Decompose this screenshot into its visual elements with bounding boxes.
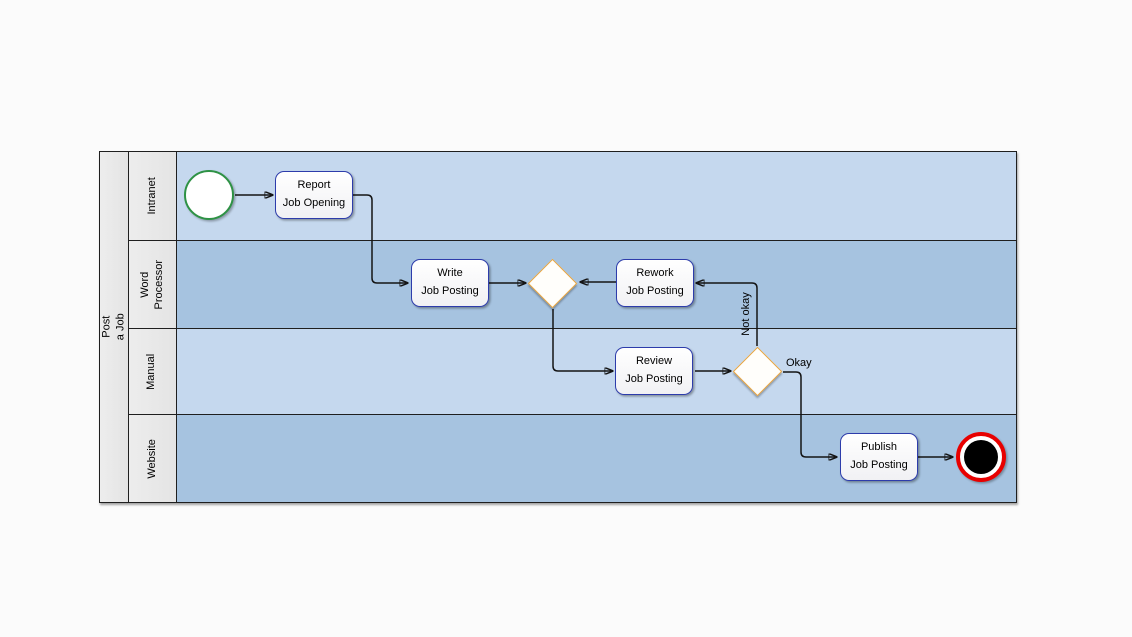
task-publish-job-posting[interactable]: Publish Job Posting [840, 433, 918, 481]
task-review-job-posting[interactable]: Review Job Posting [615, 347, 693, 395]
start-event[interactable] [184, 170, 234, 220]
lane-intranet-label: Intranet [145, 177, 158, 215]
task-report-label: Report Job Opening [282, 179, 346, 209]
flow-label-not-okay: Not okay [740, 292, 752, 336]
lane-intranet-header[interactable]: Intranet [129, 152, 177, 240]
lane-manual-body[interactable] [177, 329, 1016, 414]
lane-website-label: Website [145, 438, 158, 479]
lane-intranet[interactable]: Intranet [129, 152, 1016, 241]
lane-manual-header[interactable]: Manual [129, 329, 177, 414]
lane-word-processor-body[interactable] [177, 241, 1016, 328]
lane-word-processor-header[interactable]: Word Processor [129, 241, 177, 328]
end-event-core [964, 440, 998, 474]
task-write-label: Write Job Posting [421, 267, 479, 297]
end-event[interactable] [956, 432, 1006, 482]
task-publish-label: Publish Job Posting [850, 441, 908, 471]
task-report-job-opening[interactable]: Report Job Opening [275, 171, 353, 219]
lane-website-header[interactable]: Website [129, 415, 177, 502]
pool-title: Post a Job [100, 313, 126, 341]
flow-label-okay: Okay [786, 357, 812, 369]
task-rework-label: Rework Job Posting [626, 267, 684, 297]
task-write-job-posting[interactable]: Write Job Posting [411, 259, 489, 307]
task-review-label: Review Job Posting [625, 355, 683, 385]
task-rework-job-posting[interactable]: Rework Job Posting [616, 259, 694, 307]
lane-manual-label: Manual [145, 353, 158, 390]
pool-header[interactable]: Post a Job [100, 152, 129, 502]
lane-manual[interactable]: Manual [129, 329, 1016, 415]
lane-word-processor-label: Word Processor [138, 259, 165, 310]
